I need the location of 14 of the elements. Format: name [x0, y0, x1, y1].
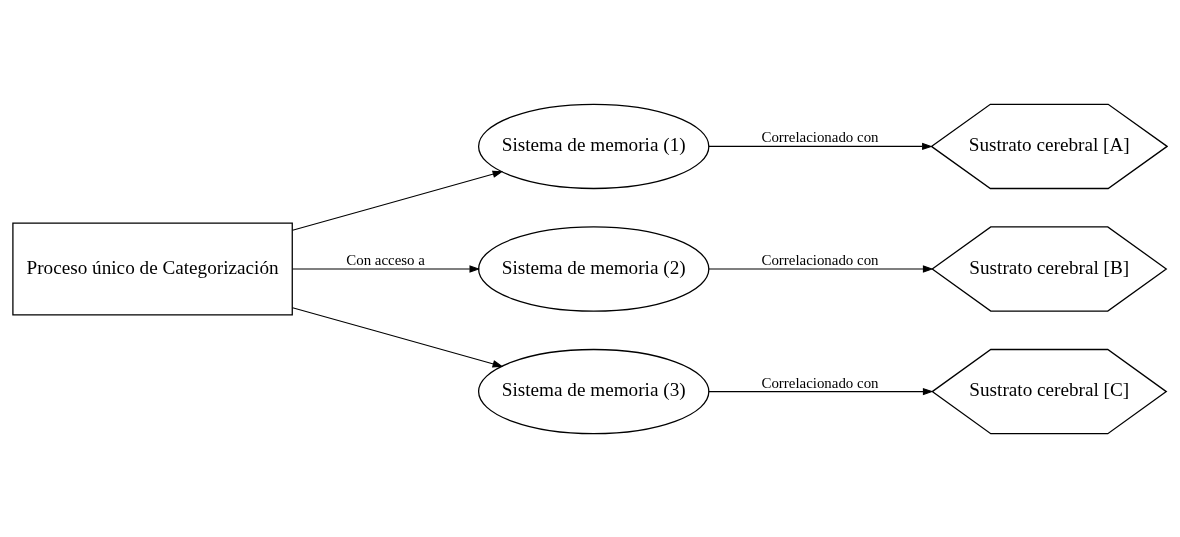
- edge-label: Correlacionado con: [761, 251, 879, 268]
- arrow: [292, 264, 481, 273]
- edge-label: Correlacionado con: [761, 128, 879, 145]
- arrow: [708, 142, 933, 150]
- node-ellipse: Sistema de memoria (2): [477, 225, 710, 312]
- arrow: [708, 387, 934, 395]
- edge-label: Con acceso a: [346, 251, 425, 268]
- arrow: [708, 264, 934, 273]
- node-ellipse: Sistema de memoria (1): [477, 103, 710, 189]
- node-ellipse: Sistema de memoria (3): [477, 348, 710, 434]
- arrow: [292, 170, 504, 231]
- node-box: Proceso único de Categorización: [12, 222, 293, 315]
- edge-label: Correlacionado con: [761, 374, 879, 391]
- arrow: [292, 306, 504, 367]
